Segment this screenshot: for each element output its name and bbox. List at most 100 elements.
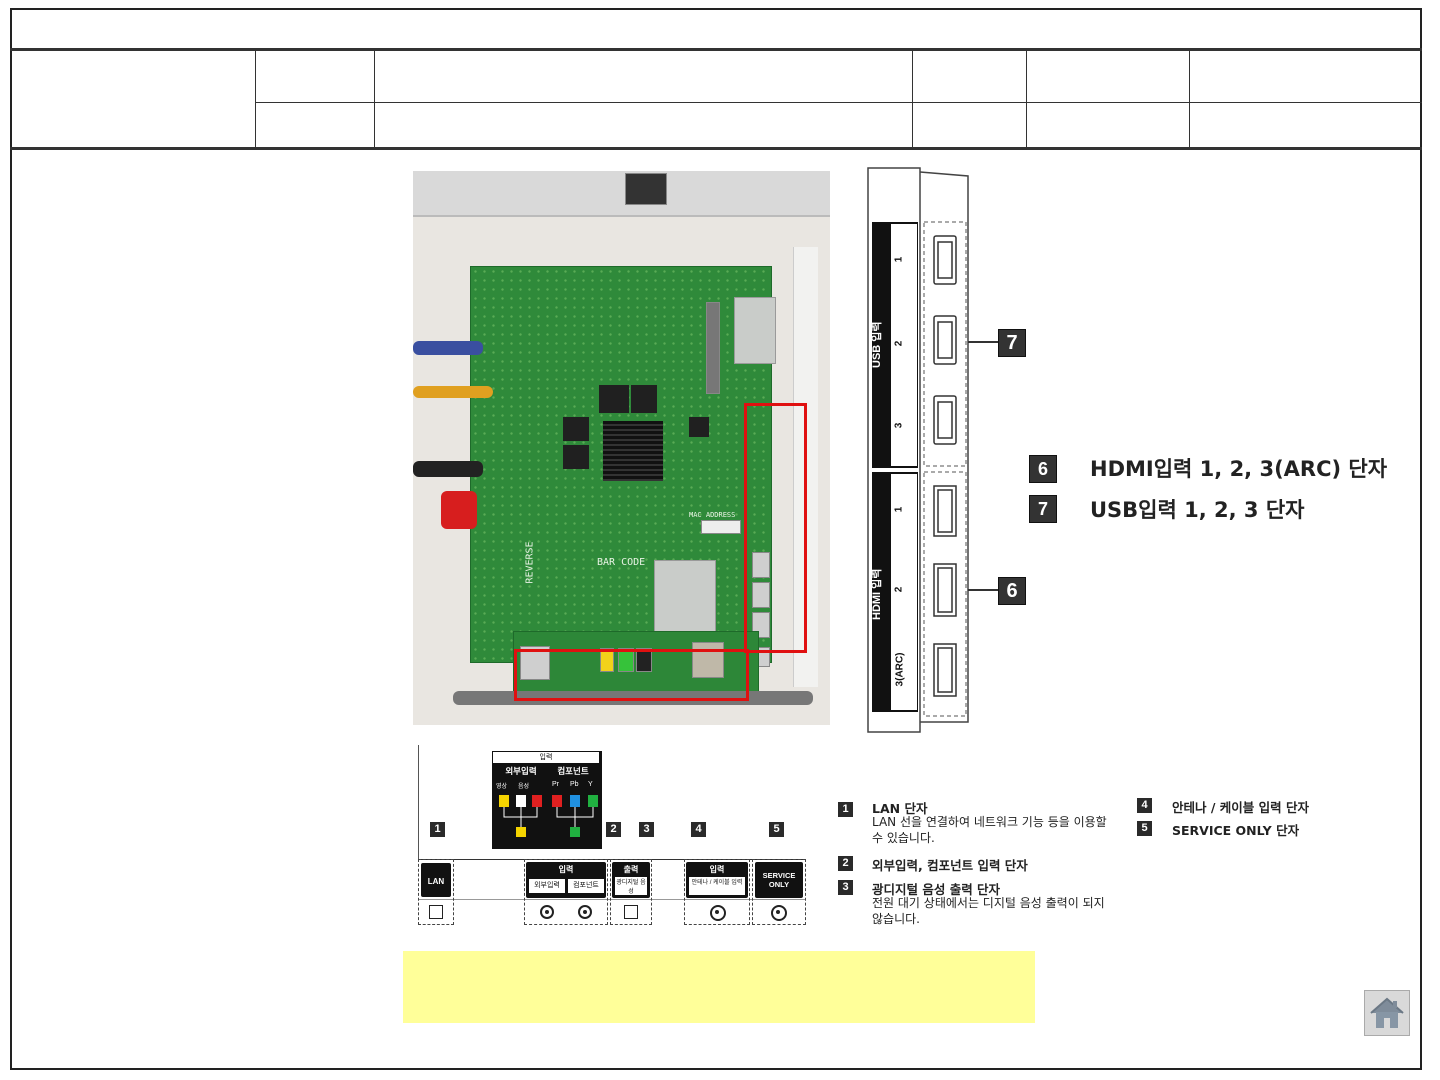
rf-shield-top bbox=[734, 297, 776, 364]
silk-barcode: BAR CODE bbox=[597, 557, 646, 568]
legend-tag-7: 7 bbox=[1029, 495, 1057, 523]
optical-port-group bbox=[610, 859, 652, 925]
mainboard-photo: REVERSE BAR CODE MAC ADDRESS bbox=[413, 171, 830, 725]
soc-heatsink bbox=[603, 421, 663, 481]
usb-callout-tag: 7 bbox=[998, 329, 1026, 357]
header-col-3 bbox=[912, 50, 913, 148]
desc-badge-4: 4 bbox=[1137, 798, 1152, 813]
desc-lan-body: LAN 선을 연결하여 네트워크 기능 등을 이용할 수 있습니다. bbox=[872, 815, 1107, 845]
hdmi-port-2 bbox=[752, 582, 770, 608]
side-port-icons bbox=[933, 235, 957, 697]
hdmi-callout-line bbox=[968, 589, 998, 591]
side-panel-outline bbox=[867, 167, 969, 733]
av-input-box bbox=[492, 751, 602, 849]
badge-5: 5 bbox=[769, 822, 784, 837]
desc-optical-title-text: 광디지털 음성 출력 단자 bbox=[872, 882, 1001, 897]
av-jack-green bbox=[618, 648, 634, 672]
pcb-header-pins bbox=[706, 302, 720, 394]
service-block bbox=[755, 862, 803, 898]
usb-port-number-strip bbox=[890, 224, 917, 466]
legend-usb-text: USB입력 1, 2, 3 단자 bbox=[1090, 498, 1305, 522]
av-input-jack-1 bbox=[540, 905, 554, 919]
lan-port-group bbox=[418, 859, 454, 925]
pcb-lower-strip bbox=[513, 631, 759, 693]
note-highlight-box bbox=[403, 951, 1035, 1023]
desc-lan-title: LAN 단자 bbox=[872, 798, 1112, 817]
antenna-jack bbox=[710, 905, 726, 921]
header-col-4 bbox=[1026, 50, 1027, 148]
av-input-header: 입력 bbox=[539, 754, 553, 761]
pcb-label-sticker bbox=[701, 520, 741, 534]
header-col-5 bbox=[1189, 50, 1190, 148]
header-rule-bottom bbox=[10, 147, 1422, 150]
desc-av-title-text: 외부입력, 컴포넌트 입력 단자 bbox=[872, 858, 1028, 873]
service-port-group bbox=[752, 859, 806, 925]
header-col-1 bbox=[255, 50, 256, 148]
legend-hdmi-text: HDMI입력 1, 2, 3(ARC) 단자 bbox=[1090, 457, 1388, 481]
rear-port-diagram: 입력 외부입력 컴포넌트 영상 음성 Pr Pb Y 1 2 3 4 5 LAN… bbox=[418, 745, 808, 927]
av-ch-video: 영상 bbox=[496, 784, 508, 790]
chip-b bbox=[631, 385, 657, 413]
cable-bundle-1 bbox=[413, 341, 483, 355]
av-input-port-group bbox=[524, 859, 608, 925]
hdmi-port-number-strip bbox=[890, 474, 917, 710]
av-jack-yellow bbox=[600, 648, 614, 672]
chip-c bbox=[563, 417, 589, 441]
home-button[interactable] bbox=[1364, 990, 1410, 1036]
antenna-input-sub: 안테나 / 케이블 입력 bbox=[689, 877, 745, 895]
desc-antenna-title-text: 안테나 / 케이블 입력 단자 bbox=[1172, 800, 1309, 815]
chip-a bbox=[599, 385, 629, 413]
av-color-plugs bbox=[499, 795, 598, 837]
lan-label-block bbox=[421, 863, 451, 897]
cable-black bbox=[413, 461, 483, 477]
rf-shield-bottom bbox=[654, 560, 716, 642]
av-sub-external: 외부입력 bbox=[505, 766, 537, 776]
desc-badge-3: 3 bbox=[838, 880, 853, 895]
av-ch-pb: Pb bbox=[570, 781, 579, 788]
page-frame bbox=[10, 8, 1422, 1070]
av-ch-pr: Pr bbox=[552, 781, 559, 788]
lan-port-icon bbox=[429, 905, 443, 919]
desc-lan-title-text: LAN 단자 bbox=[872, 801, 928, 816]
lan-label: LAN bbox=[427, 877, 445, 886]
desc-badge-2: 2 bbox=[838, 856, 853, 871]
silk-mac-address: MAC ADDRESS bbox=[689, 511, 736, 519]
badge-4: 4 bbox=[691, 822, 706, 837]
av-input-header-bg bbox=[493, 752, 599, 763]
header-rule-mid bbox=[255, 102, 1422, 103]
chip-d bbox=[563, 445, 589, 469]
highlight-rear-ports bbox=[514, 649, 749, 701]
desc-av-title: 외부입력, 컴포넌트 입력 단자 bbox=[872, 855, 1028, 874]
hdmi-callout-tag: 6 bbox=[998, 577, 1026, 605]
cable-red bbox=[441, 491, 477, 529]
antenna-input-label: 입력 bbox=[709, 865, 725, 874]
antenna-port-group bbox=[684, 859, 750, 925]
optical-output-sub: 광디지털 음성 bbox=[615, 877, 647, 895]
usb-callout-line bbox=[968, 341, 998, 343]
desc-optical-body: 전원 대기 상태에서는 디지털 음성 출력이 되지 않습니다. bbox=[872, 896, 1105, 926]
av-input-sub-1: 외부입력 bbox=[529, 879, 565, 893]
optical-port-icon bbox=[624, 905, 638, 919]
highlight-side-ports bbox=[744, 403, 807, 653]
av-sub-component: 컴포넌트 bbox=[557, 766, 589, 776]
optical-output-label: 출력 bbox=[623, 865, 639, 874]
cable-bundle-2 bbox=[413, 386, 493, 398]
antenna-jack bbox=[692, 642, 724, 678]
side-port-diagram: USB 입력 HDMI 입력 1 2 3 1 2 3(ARC) bbox=[856, 166, 972, 734]
av-input-sub-2: 컴포넌트 bbox=[568, 879, 604, 893]
desc-optical-title: 광디지털 음성 출력 단자 bbox=[872, 879, 1000, 898]
photo-clip bbox=[625, 173, 667, 205]
av-ch-y: Y bbox=[588, 781, 593, 788]
badge-1: 1 bbox=[430, 822, 445, 837]
optical-jack bbox=[636, 648, 652, 672]
av-ch-audio: 음성 bbox=[518, 784, 530, 790]
silk-reverse: REVERSE bbox=[524, 541, 536, 584]
desc-service-title-text: SERVICE ONLY 단자 bbox=[1172, 823, 1300, 838]
hdmi-port-1 bbox=[752, 552, 770, 578]
av-input-label: 입력 bbox=[558, 865, 574, 874]
desc-badge-1: 1 bbox=[838, 802, 853, 817]
av-input-jack-2 bbox=[578, 905, 592, 919]
desc-badge-5: 5 bbox=[1137, 821, 1152, 836]
chip-e bbox=[689, 417, 709, 437]
rear-left-rule bbox=[418, 745, 419, 860]
